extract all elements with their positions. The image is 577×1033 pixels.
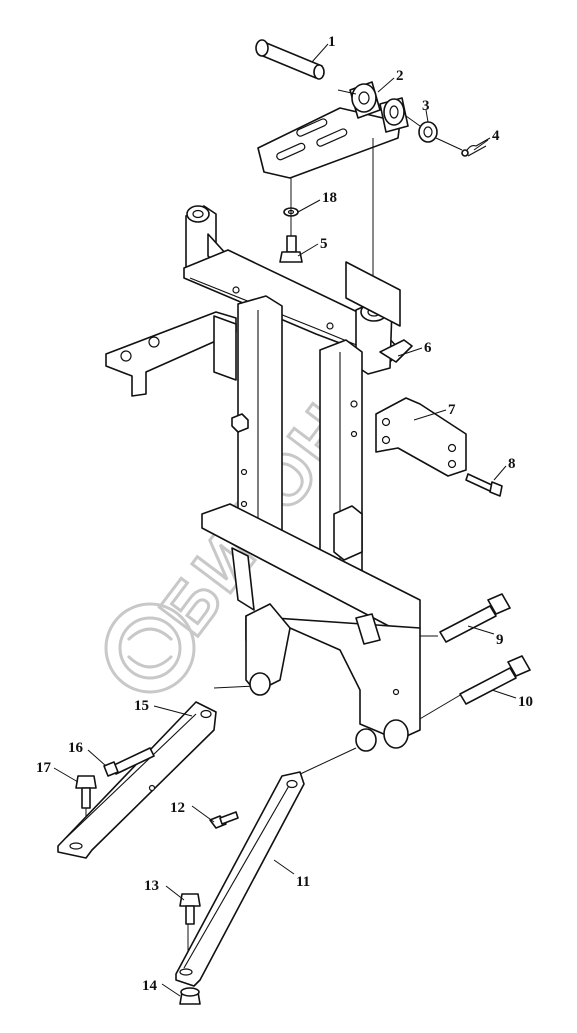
callout-10: 10	[518, 694, 533, 710]
bolt-part-5	[279, 235, 303, 263]
bolt-part-17	[75, 775, 97, 809]
callout-11: 11	[296, 874, 310, 890]
callout-12: 12	[170, 800, 185, 816]
base-frame	[201, 503, 421, 752]
cotter-pin-part-4	[461, 137, 491, 157]
callout-leaders	[53, 43, 517, 997]
callout-18: 18	[322, 190, 337, 206]
callout-4: 4	[492, 128, 500, 144]
callout-labels: 1 2 3 4 5 6 7 8 9 10 11 12 13 14 15 16 1…	[36, 34, 533, 994]
brace-part-11	[175, 771, 305, 987]
bolt-part-12	[209, 811, 239, 829]
pin-part-1	[255, 39, 325, 80]
bolt-part-16	[103, 747, 155, 777]
bolt-part-8	[465, 473, 503, 497]
callout-7: 7	[448, 402, 456, 418]
callout-17: 17	[36, 760, 52, 776]
callout-6: 6	[424, 340, 432, 356]
spacer-part-14	[179, 987, 201, 1005]
washer-part-3	[418, 121, 438, 143]
clip-part-6	[379, 339, 413, 363]
callout-9: 9	[496, 632, 504, 648]
callout-13: 13	[144, 878, 159, 894]
callout-14: 14	[142, 978, 158, 994]
callout-1: 1	[328, 34, 336, 50]
brace-part-15	[57, 701, 217, 859]
bolt-part-9	[439, 593, 511, 643]
callout-2: 2	[396, 68, 404, 84]
callout-16: 16	[68, 740, 84, 756]
callout-8: 8	[508, 456, 516, 472]
hinge-plate-part-2	[257, 81, 409, 179]
watermark-logo	[104, 602, 196, 694]
main-frame	[105, 205, 413, 599]
bolt-part-10	[459, 655, 531, 705]
bracket-part-7	[375, 397, 467, 477]
callout-3: 3	[422, 98, 430, 114]
bolt-part-13	[179, 893, 201, 925]
callout-15: 15	[134, 698, 149, 714]
callout-5: 5	[320, 236, 328, 252]
